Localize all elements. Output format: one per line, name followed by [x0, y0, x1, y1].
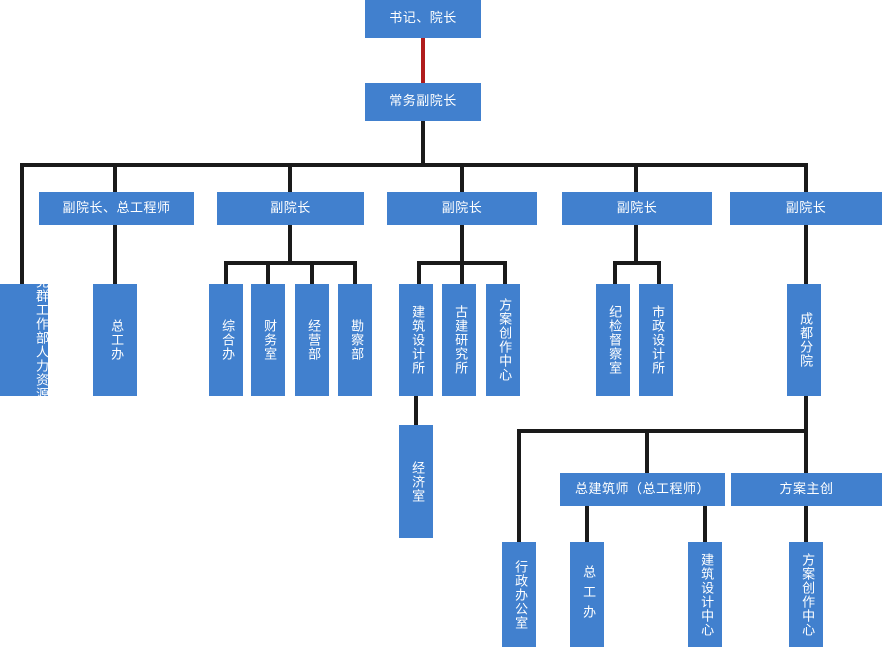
node-chief-architect[interactable]: 总建筑师（总工程师）: [560, 473, 725, 506]
node-scheme-creation-center[interactable]: 方案创作中心: [486, 284, 520, 396]
connector-vp2-to-operations-dept: [310, 261, 314, 285]
connector-vp4-bus: [613, 261, 661, 265]
connector-chengdu-branch-stub: [804, 396, 808, 432]
node-architectural-design-institute[interactable]: 建筑设计所: [399, 284, 433, 396]
node-general-office[interactable]: 综合办: [209, 284, 243, 396]
connector-bus-to-vp-5: [804, 163, 808, 192]
connector-vp2-to-finance-office: [266, 261, 270, 285]
node-hr-dept-label: 人力资源部: [33, 345, 48, 415]
node-president[interactable]: 书记、院长: [365, 0, 481, 38]
node-municipal-design-institute[interactable]: 市政设计所: [639, 284, 673, 396]
node-finance-office[interactable]: 财务室: [251, 284, 285, 396]
connector-vp3-to-architectural-design-institute: [417, 261, 421, 285]
connector-chief-architect-to-chief-engineer-office-2: [585, 506, 589, 543]
node-discipline-inspection-office[interactable]: 纪检督察室: [596, 284, 630, 396]
node-vice-president-chief-engineer[interactable]: 副院长、总工程师: [39, 192, 194, 225]
connector-vp2-to-general-office: [224, 261, 228, 285]
connector-bus-to-vp-3: [460, 163, 464, 192]
connector-chengdu-to-chief-architect: [645, 429, 649, 473]
node-vice-president-4[interactable]: 副院长: [562, 192, 712, 225]
node-executive-vice-president[interactable]: 常务副院长: [365, 83, 481, 121]
connector-vp3-to-ancient-architecture-institute: [460, 261, 464, 285]
node-party-work-dept-label: 党群工作部: [33, 275, 48, 345]
node-operations-dept[interactable]: 经营部: [295, 284, 329, 396]
node-scheme-lead[interactable]: 方案主创: [731, 473, 882, 506]
connector-vp-bus: [20, 163, 808, 167]
node-survey-dept[interactable]: 勘察部: [338, 284, 372, 396]
connector-executive-vp-stub: [421, 120, 425, 165]
connector-president-to-executive-vp: [421, 38, 425, 85]
node-chief-engineer-office-2[interactable]: 总工办: [570, 542, 604, 647]
node-admin-office[interactable]: 行政办公室: [502, 542, 536, 647]
connector-vp4-stub: [634, 224, 638, 264]
connector-architectural-design-institute-to-economics-office: [414, 396, 418, 426]
connector-vp2-bus: [224, 261, 357, 265]
node-architectural-design-center[interactable]: 建筑设计中心: [688, 542, 722, 647]
connector-bus-to-vp-chief-engineer: [113, 163, 117, 192]
connector-vp2-to-survey-dept: [353, 261, 357, 285]
connector-vp4-to-discipline-inspection-office: [613, 261, 617, 285]
node-vice-president-2[interactable]: 副院长: [217, 192, 364, 225]
connector-vp3-to-scheme-creation-center: [503, 261, 507, 285]
connector-scheme-lead-to-scheme-creation-center: [804, 506, 808, 543]
connector-bus-to-vp-4: [634, 163, 638, 192]
node-vice-president-5[interactable]: 副院长: [730, 192, 882, 225]
node-chengdu-branch[interactable]: 成都分院: [787, 284, 821, 396]
node-vice-president-3[interactable]: 副院长: [387, 192, 537, 225]
node-economics-office[interactable]: 经济室: [399, 425, 433, 538]
connector-vp4-to-municipal-design-institute: [657, 261, 661, 285]
connector-chengdu-to-scheme-lead: [804, 429, 808, 473]
connector-bus-to-vp-2: [288, 163, 292, 192]
connector-bus-to-hr-dept: [20, 163, 24, 285]
connector-vp2-stub: [288, 224, 292, 264]
connector-chief-architect-to-architectural-design-center: [703, 506, 707, 543]
connector-vp5-to-chengdu-branch: [804, 224, 808, 285]
node-chief-engineer-office[interactable]: 总工办: [93, 284, 137, 396]
node-ancient-architecture-research-institute[interactable]: 古建研究所: [442, 284, 476, 396]
connector-chengdu-branch-bus: [517, 429, 808, 433]
connector-vp3-stub: [460, 224, 464, 264]
connector-vp-chief-engineer-to-chief-engineer-office: [113, 224, 117, 285]
connector-chengdu-to-admin-office: [517, 429, 521, 543]
node-scheme-creation-center-2[interactable]: 方案创作中心: [789, 542, 823, 647]
node-hr-and-party-work-dept[interactable]: 党群工作部 人力资源部: [0, 275, 48, 415]
